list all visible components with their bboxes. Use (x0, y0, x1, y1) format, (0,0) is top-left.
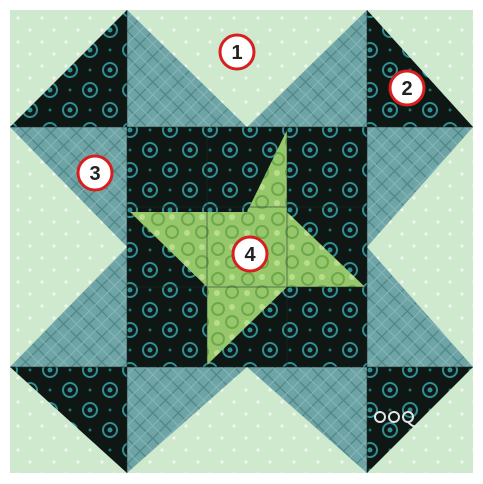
label-1-text: 1 (231, 42, 242, 64)
label-3-text: 3 (89, 163, 100, 185)
label-3: 3 (78, 156, 112, 190)
label-1: 1 (220, 35, 254, 69)
label-4: 4 (233, 237, 267, 271)
label-4-text: 4 (244, 244, 256, 266)
label-2: 2 (390, 71, 424, 105)
label-2-text: 2 (401, 78, 412, 100)
